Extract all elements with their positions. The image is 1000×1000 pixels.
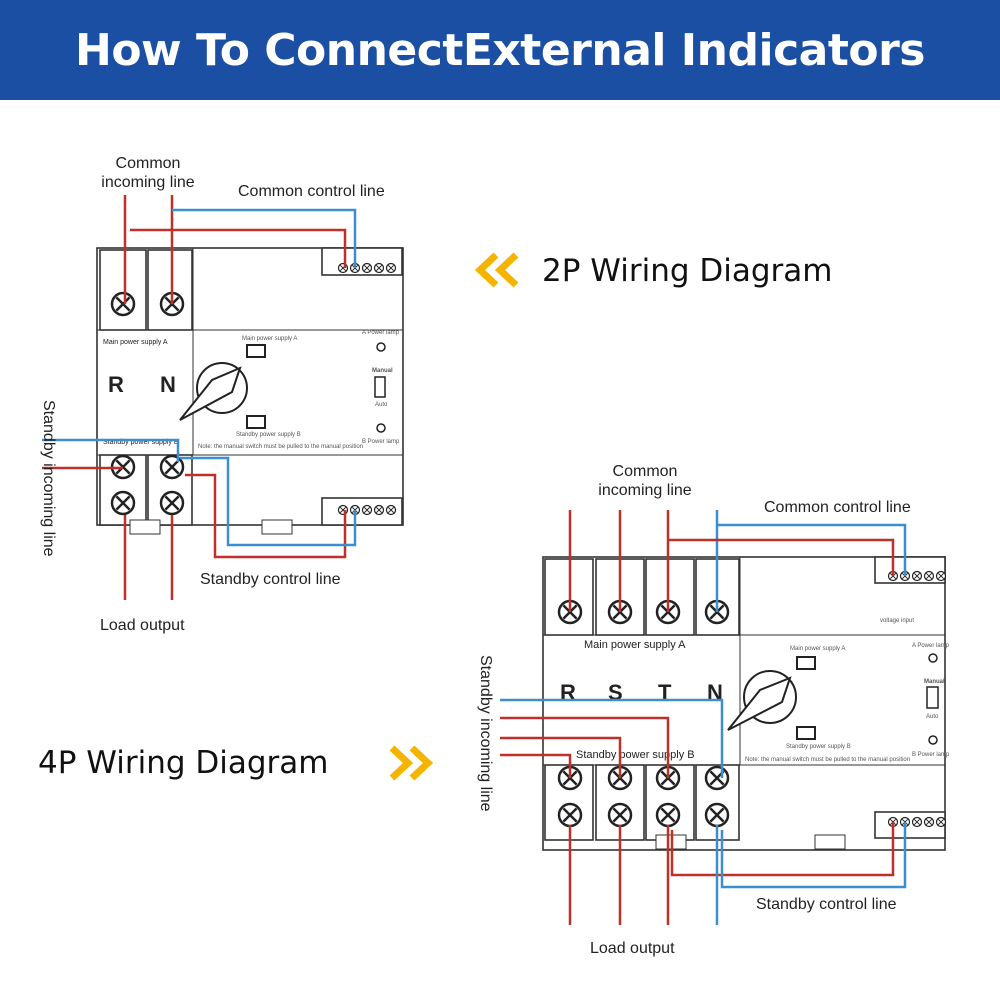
a-power-lamp-icon [376,342,386,352]
title-2p: 2P Wiring Diagram [542,253,833,289]
common-control-label-2p: Common control line [238,183,385,200]
standby-control-label-2p: Standby control line [200,571,341,588]
main-power-button-label: Main power supply A [242,336,297,342]
main-power-button-label-4p: Main power supply A [790,646,845,652]
common-incoming-label-2p: Common [116,155,181,172]
auto-label-4p: Auto [926,714,939,720]
diagram-4p: Main power supply A Standby power supply… [38,463,950,957]
b-power-lamp-label-4p: B Power lamp [912,752,950,758]
b-power-lamp-icon [928,735,938,745]
common-incoming-label-2p-line2: incoming line [101,174,194,191]
standby-power-button[interactable] [246,415,266,429]
header-banner: How To ConnectExternal Indicators [0,0,1000,100]
standby-power-button-label-4p: Standby power supply B [786,744,851,750]
standby-supply-label: Standby power supply B [103,439,179,446]
note-text-4p: Note: the manual switch must be pulled t… [745,757,910,763]
standby-power-button-4p[interactable] [796,726,816,740]
voltage-input-label: voltage input [880,618,914,624]
standby-power-button-label: Standby power supply B [236,432,301,438]
manual-auto-switch[interactable] [374,376,386,398]
load-output-label-2p: Load output [100,617,185,634]
title-4p: 4P Wiring Diagram [38,745,329,781]
double-chevron-right-icon [389,745,434,781]
manual-label-4p: Manual [924,679,945,685]
common-incoming-label-4p: Common [613,463,678,480]
main-supply-label: Main power supply A [103,339,168,346]
main-power-button-4p[interactable] [796,656,816,670]
b-power-lamp-label: B Power lamp [362,439,400,445]
a-power-lamp-label-4p: A Power lamp [912,643,950,649]
common-incoming-label-4p-line2: incoming line [598,482,691,499]
standby-incoming-label-2p: Standby incoming line [40,400,57,557]
diagram-2p: Main power supply A Standby power supply… [40,155,833,634]
standby-control-label-4p: Standby control line [756,896,897,913]
manual-label: Manual [372,368,393,374]
main-power-button[interactable] [246,344,266,358]
manual-auto-switch-4p[interactable] [926,686,939,709]
a-power-lamp-icon [928,653,938,663]
page-title: How To ConnectExternal Indicators [75,24,926,76]
phase-r: R [108,372,124,397]
note-text: Note: the manual switch must be pulled t… [198,444,363,450]
load-output-label-4p: Load output [590,940,675,957]
phase-n: N [160,372,176,397]
standby-incoming-label-4p: Standby incoming line [477,655,494,812]
auto-label: Auto [375,402,388,408]
main-supply-label-4p: Main power supply A [584,639,686,651]
common-control-label-4p: Common control line [764,499,911,516]
double-chevron-left-icon [474,252,519,288]
a-power-lamp-label: A Power lamp [362,330,400,336]
b-power-lamp-icon [376,423,386,433]
standby-supply-label-4p: Standby power supply B [576,749,695,761]
